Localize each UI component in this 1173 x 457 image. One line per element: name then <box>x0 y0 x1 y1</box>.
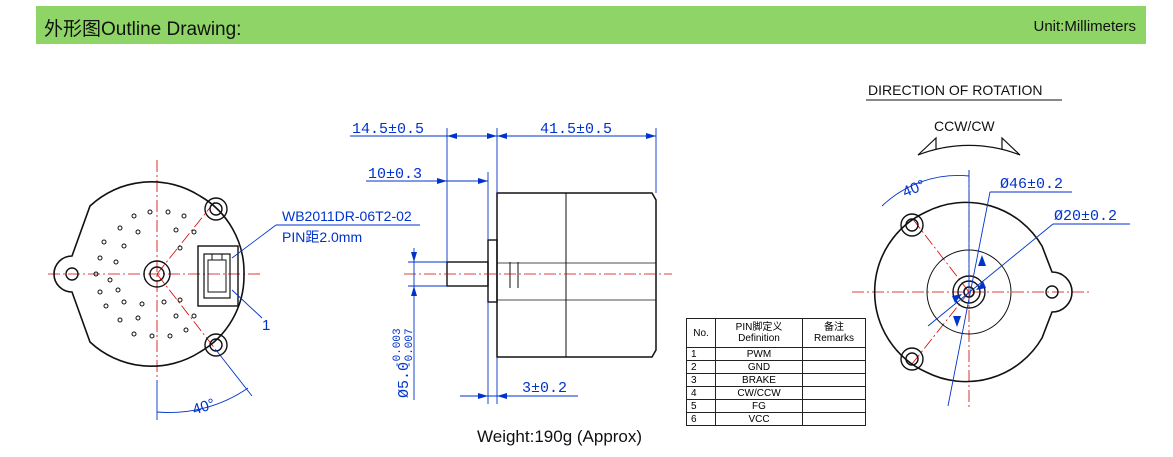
dim-shaft-length: 10±0.3 <box>368 166 422 183</box>
page-title: 外形图Outline Drawing: <box>44 19 242 40</box>
pin-no: 1 <box>686 347 716 361</box>
left-angle-label: 40° <box>190 395 217 418</box>
table-header-row: No. PIN脚定义 Definition 备注 Remarks <box>686 318 866 348</box>
unit-label: Unit:Millimeters <box>1033 18 1136 35</box>
side-view <box>350 128 672 404</box>
header-bar: 外形图Outline Drawing: Unit:Millimeters <box>36 6 1146 44</box>
pin-no: 4 <box>686 386 716 400</box>
right-view <box>852 99 1130 410</box>
rotation-direction: CCW/CW <box>934 118 995 134</box>
pin-definition: CW/CCW <box>715 386 803 400</box>
left-view-labels: WB2011DR-06T2-02 PIN距2.0mm 1 40° <box>190 208 412 419</box>
side-view-labels: 14.5±0.5 41.5±0.5 10±0.3 Ø5.0 -0.003 -0.… <box>352 121 612 398</box>
header-remarks-en: Remarks <box>813 333 854 344</box>
weight-label: Weight:190g (Approx) <box>477 427 643 446</box>
pin-remark <box>802 412 866 426</box>
pin-definition-table: No. PIN脚定义 Definition 备注 Remarks 1 PWM 2… <box>686 318 866 426</box>
table-row: 6 VCC <box>686 412 866 426</box>
right-view-labels: DIRECTION OF ROTATION CCW/CW 40° Ø46±0.2… <box>868 82 1117 225</box>
rotation-title: DIRECTION OF ROTATION <box>868 82 1042 98</box>
table-row: 1 PWM <box>686 347 866 361</box>
dim-shaft-diameter: Ø5.0 <box>396 362 413 398</box>
dim-total-left: 14.5±0.5 <box>352 121 424 138</box>
pin-remark <box>802 373 866 387</box>
dim-shaft-tol-upper: -0.003 <box>392 328 404 368</box>
pin-no: 5 <box>686 399 716 413</box>
pin-remark <box>802 347 866 361</box>
header-definition-en: Definition <box>738 333 780 344</box>
pin-remark <box>802 399 866 413</box>
connector-label: WB2011DR-06T2-02 <box>282 208 412 224</box>
pin-remark <box>802 386 866 400</box>
header-remarks: 备注 Remarks <box>802 318 866 348</box>
pin-definition: VCC <box>715 412 803 426</box>
pin-definition: BRAKE <box>715 373 803 387</box>
left-view <box>48 160 420 420</box>
pin-no: 6 <box>686 412 716 426</box>
header-definition: PIN脚定义 Definition <box>715 318 803 348</box>
dim-inner-diameter: Ø20±0.2 <box>1054 208 1117 225</box>
pin-pitch-label: PIN距2.0mm <box>282 229 362 245</box>
pin-remark <box>802 360 866 374</box>
dim-body-length: 41.5±0.5 <box>540 121 612 138</box>
pin-one-marker: 1 <box>262 317 270 334</box>
header-remarks-cn: 备注 <box>824 322 844 333</box>
dim-flange: 3±0.2 <box>522 380 567 397</box>
dim-outer-diameter: Ø46±0.2 <box>1000 176 1063 193</box>
pin-no: 3 <box>686 373 716 387</box>
pin-definition: PWM <box>715 347 803 361</box>
table-row: 5 FG <box>686 399 866 413</box>
dim-shaft-tol-lower: -0.007 <box>404 328 416 368</box>
header-no: No. <box>686 318 716 348</box>
right-angle-label: 40° <box>900 177 927 201</box>
table-row: 3 BRAKE <box>686 373 866 387</box>
table-row: 2 GND <box>686 360 866 374</box>
pin-no: 2 <box>686 360 716 374</box>
pin-definition: GND <box>715 360 803 374</box>
pin-definition: FG <box>715 399 803 413</box>
table-row: 4 CW/CCW <box>686 386 866 400</box>
header-definition-cn: PIN脚定义 <box>735 322 783 333</box>
